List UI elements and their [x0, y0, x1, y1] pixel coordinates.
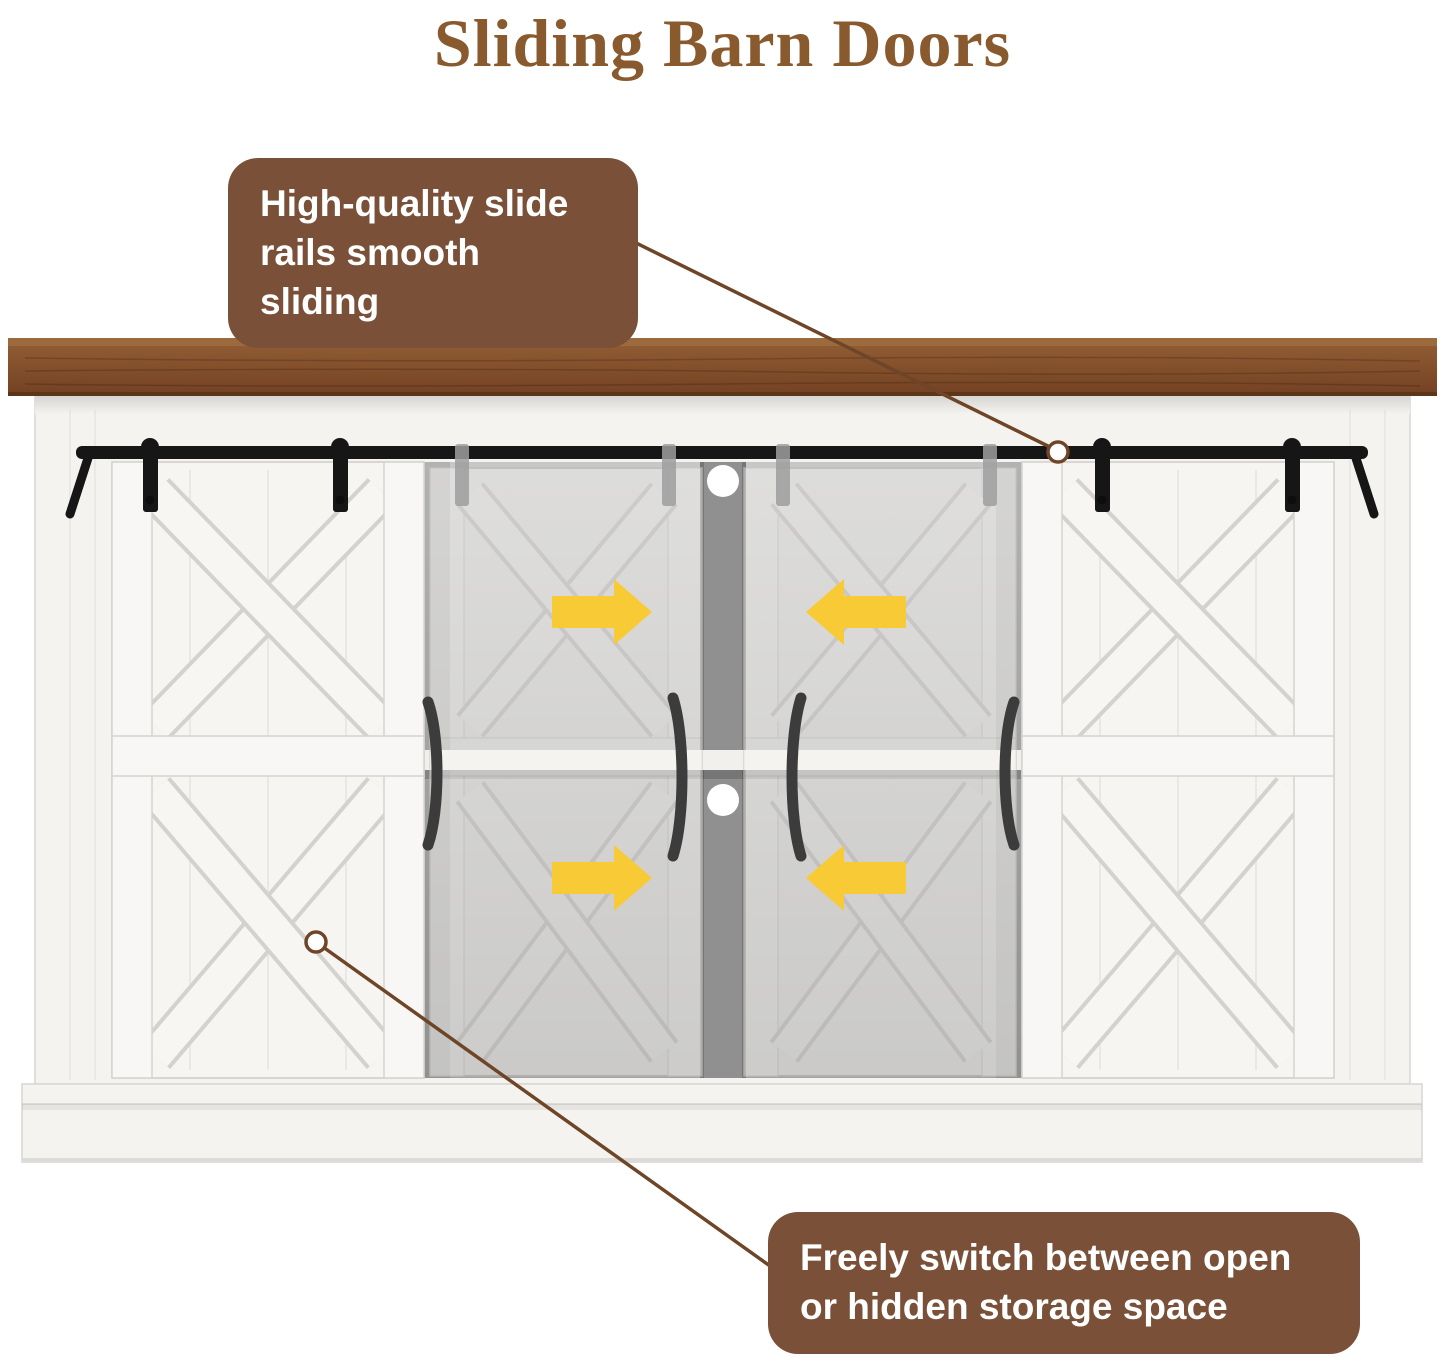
- door-hanger: [1283, 438, 1301, 512]
- slide-arrow-left-icon: [806, 579, 906, 645]
- ghost-door-right: [743, 467, 1017, 1077]
- door-hangers: [141, 438, 1301, 512]
- callout-storage: Freely switch between open or hidden sto…: [768, 1212, 1360, 1354]
- ghost-door-hanger: [983, 444, 997, 506]
- door-handle-icon: [999, 696, 1020, 851]
- ghost-door-hanger: [776, 444, 790, 506]
- base-plinth: [21, 1083, 1423, 1163]
- callout-top-line2: rails smooth sliding: [260, 231, 480, 322]
- callout-slide-rails: High-quality slide rails smooth sliding: [228, 158, 638, 349]
- connector-dot-icon: [1046, 440, 1070, 464]
- door-handles: [422, 692, 1020, 862]
- door-handle-icon: [422, 696, 443, 851]
- slide-direction-arrows: [552, 579, 906, 911]
- wood-grain-lines: [24, 356, 1421, 387]
- wood-texture-lines: [69, 410, 1386, 1080]
- cable-hole-middle: [707, 784, 739, 816]
- slide-rail: [65, 446, 1379, 519]
- right-barn-door: [1021, 461, 1335, 1079]
- door-hanger: [141, 438, 159, 512]
- left-barn-door: [111, 461, 425, 1079]
- rail-end-bracket-right: [1349, 447, 1379, 519]
- door-hanger: [331, 438, 349, 512]
- callout-bottom-line1: Freely switch between open: [800, 1237, 1292, 1278]
- ghost-door-hanger: [662, 444, 676, 506]
- slide-arrow-right-icon: [552, 845, 652, 911]
- callout-bottom-line2: or hidden storage space: [800, 1285, 1228, 1327]
- ghost-door-left: [429, 467, 703, 1077]
- door-hanger: [1093, 438, 1111, 512]
- door-handle-icon: [786, 692, 807, 862]
- cable-hole-top: [707, 465, 739, 497]
- connector-dot-icon: [304, 930, 328, 954]
- slide-arrow-right-icon: [552, 579, 652, 645]
- door-handle-icon: [667, 692, 688, 862]
- page-title: Sliding Barn Doors: [433, 5, 1012, 81]
- connector-line-top: [629, 238, 1057, 452]
- slide-arrow-left-icon: [806, 845, 906, 911]
- callout-top-line1: High-quality slide: [260, 183, 569, 224]
- wood-top: [8, 338, 1437, 396]
- under-top-shadow: [35, 396, 1410, 414]
- connector-line-bottom: [314, 940, 772, 1268]
- ghost-door-hanger: [455, 444, 469, 506]
- rail-end-bracket-left: [65, 447, 95, 519]
